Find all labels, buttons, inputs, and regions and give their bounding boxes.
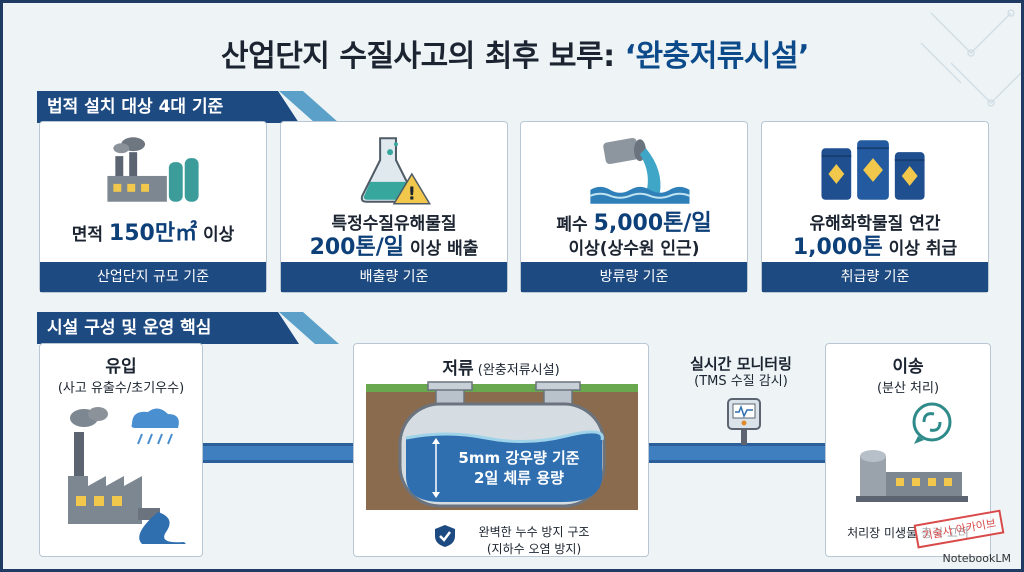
storage-label: 저류 (완충저류시설) xyxy=(442,359,560,379)
section-header-facility: 시설 구성 및 운영 핵심 xyxy=(37,312,299,344)
factory-runoff-icon xyxy=(68,407,186,544)
criteria-footer: 취급량 기준 xyxy=(762,262,988,292)
inflow-pipe xyxy=(199,443,359,463)
criteria-text: 유해화학물질 연간 1,000톤 이상 취급 xyxy=(792,214,958,260)
criteria-text: 폐수 5,000톤/일 이상(상수원 인근) xyxy=(556,211,712,260)
hazard-barrels-icon xyxy=(821,140,925,200)
criteria-text: 특정수질유해물질 200톤/일 이상 배출 xyxy=(309,214,479,260)
storage-tank xyxy=(366,381,638,510)
leak-prevention-note: 완벽한 누수 방지 구조(지하수 오염 방지) xyxy=(478,525,590,556)
criteria-card-discharge: ! 특정수질유해물질 200톤/일 이상 배출 배출량 기준 xyxy=(280,121,508,293)
brand-label: NotebookLM xyxy=(942,552,1011,565)
treatment-plant-icon xyxy=(856,402,968,502)
criteria-card-wastewater: 폐수 5,000톤/일 이상(상수원 인근) 방류량 기준 xyxy=(520,121,748,293)
svg-text:!: ! xyxy=(408,184,416,205)
transfer-label: 이송(분산 처리) xyxy=(876,357,940,396)
shield-check-icon xyxy=(435,525,455,547)
criteria-card-chemicals: 유해화학물질 연간 1,000톤 이상 취급 취급량 기준 xyxy=(761,121,989,293)
factory-icon xyxy=(107,137,199,202)
inflow-box: 유입(사고 유출수/초기우수) xyxy=(39,343,203,557)
drain-pipe-icon xyxy=(590,137,690,204)
criteria-footer: 방류량 기준 xyxy=(521,262,747,292)
decor-pattern xyxy=(920,9,1021,107)
inflow-label: 유입(사고 유출수/초기우수) xyxy=(57,357,185,396)
outflow-pipe xyxy=(643,443,829,463)
criteria-card-area: 면적 150만㎡ 이상 산업단지 규모 기준 xyxy=(39,121,267,293)
criteria-text: 면적 150만㎡ 이상 xyxy=(71,221,235,246)
criteria-footer: 배출량 기준 xyxy=(281,262,507,292)
section-header-criteria: 법적 설치 대상 4대 기준 xyxy=(37,91,299,123)
criteria-footer: 산업단지 규모 기준 xyxy=(40,262,266,292)
sensor-monitor-icon xyxy=(727,398,761,445)
page-title: 산업단지 수질사고의 최후 보루: ‘완충저류시설’ xyxy=(221,39,810,74)
chemical-flask-icon: ! xyxy=(360,137,431,205)
monitoring-label: 실시간 모니터링(TMS 수질 감시) xyxy=(690,355,792,389)
